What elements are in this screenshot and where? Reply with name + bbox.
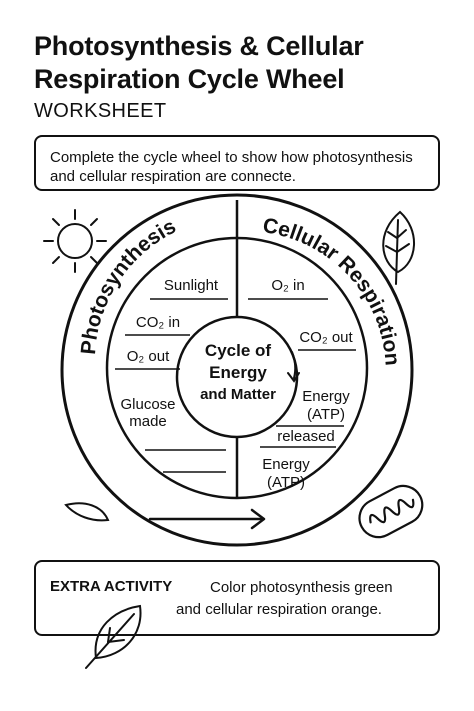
o2-out-label: O₂ out [126, 348, 170, 365]
co2-out-label: CO₂ out [299, 329, 353, 346]
bottom-arrow-icon [148, 508, 266, 530]
page-title: Photosynthesis & Cellular Respiration Cy… [34, 31, 364, 94]
released-label: released [277, 428, 335, 445]
center-line-2: Energy [209, 363, 267, 382]
co2-in-label: CO₂ in [135, 314, 181, 331]
cycle-arrow-icon [287, 351, 300, 383]
sun-icon [43, 209, 107, 273]
center-line-3: and Matter [200, 386, 276, 403]
extra-activity-label: EXTRA ACTIVITY [50, 578, 173, 595]
extra-activity-line-1: Color photosynthesis green [210, 579, 393, 596]
extra-activity-line-2: and cellular respiration orange. [176, 601, 382, 618]
leaf-icon [382, 210, 415, 285]
sunlight-label: Sunlight [163, 277, 219, 294]
answer-lines-right [248, 298, 356, 448]
made-label: made [129, 413, 167, 430]
wheel-center-text: Cycle of Energy and Matter [178, 340, 298, 406]
energy-label: Energy [302, 388, 350, 405]
extra-activity-box: EXTRA ACTIVITY Color photosynthesis gree… [34, 560, 440, 636]
atp-label: (ATP) [306, 406, 346, 423]
center-line-1: Cycle of [204, 341, 272, 360]
o2-in-label: O₂ in [271, 277, 305, 294]
instructions-text: Complete the cycle wheel to show how pho… [50, 149, 413, 185]
instructions-box: Complete the cycle wheel to show how pho… [34, 135, 440, 191]
mitochondrion-icon [358, 484, 424, 539]
small-leaf-icon [64, 502, 110, 522]
page-subtitle: WORKSHEET [34, 100, 167, 122]
answer-lines-left [115, 298, 228, 473]
glucose-label: Glucose [120, 396, 176, 413]
atp-2-label: (ATP) [266, 474, 306, 491]
energy-2-label: Energy [262, 456, 310, 473]
